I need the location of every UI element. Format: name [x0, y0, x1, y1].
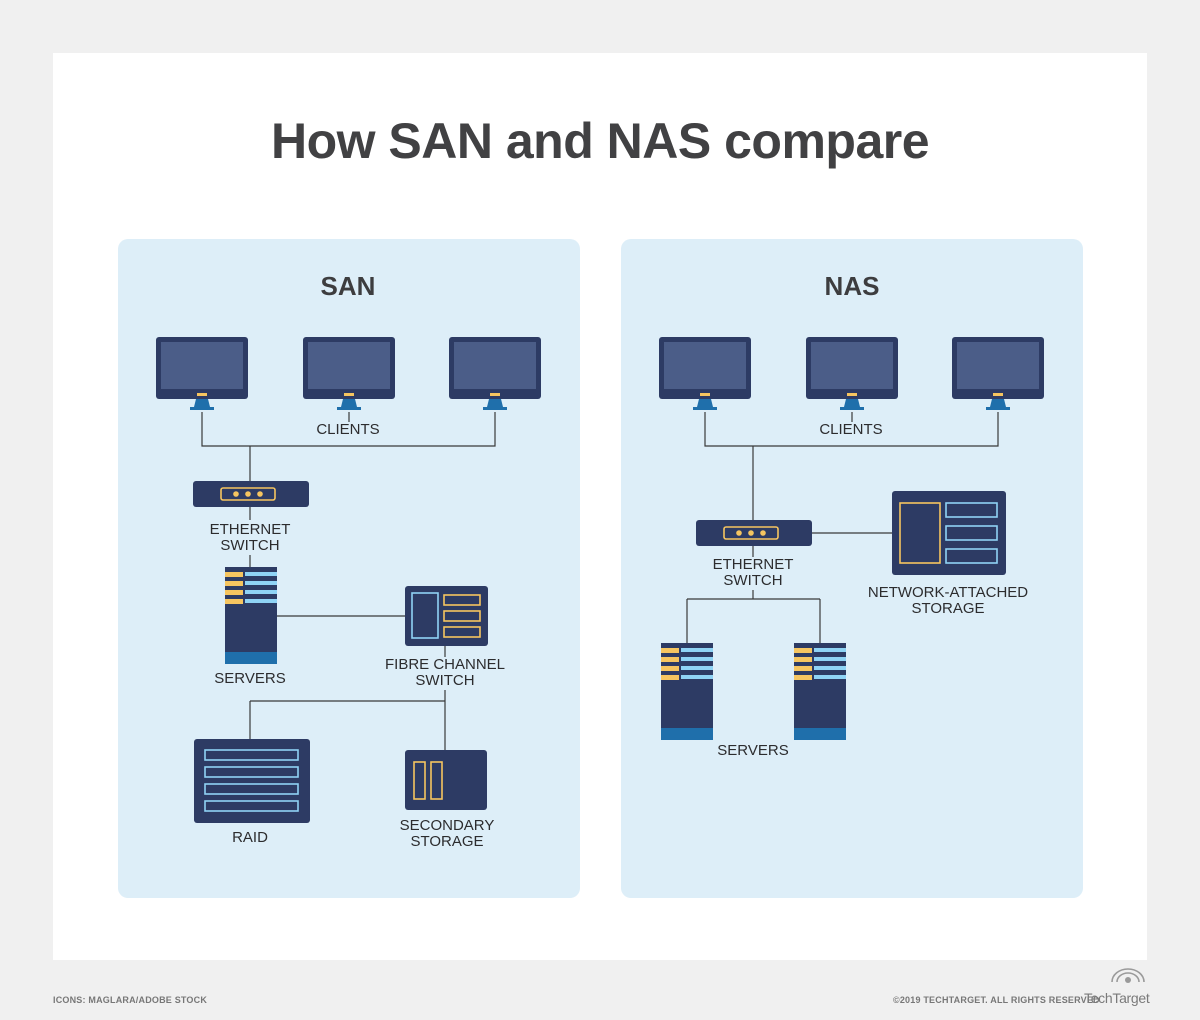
- techtarget-logo-icon: [1111, 968, 1145, 983]
- secondary-storage-label: SECONDARY STORAGE: [399, 817, 495, 850]
- nas-ethernet-switch-label: ETHERNET SWITCH: [712, 556, 794, 589]
- nas-ethernet-switch-icon: [695, 519, 813, 547]
- fibre-channel-switch-icon: [405, 586, 488, 646]
- nas-client-monitor-icon: [952, 337, 1044, 410]
- raid-label: RAID: [232, 829, 268, 846]
- page-title: How SAN and NAS compare: [270, 113, 930, 169]
- nas-servers-label: SERVERS: [717, 742, 789, 759]
- raid-storage-icon: [194, 739, 310, 823]
- network-attached-storage-label: NETWORK-ATTACHED STORAGE: [867, 584, 1029, 617]
- san-server-icon: [225, 567, 277, 664]
- icon-credit: ICONS: MAGLARA/ADOBE STOCK: [53, 995, 208, 1005]
- network-attached-storage-icon: [892, 491, 1006, 575]
- techtarget-wordmark: TechTarget: [1084, 990, 1150, 1006]
- san-client-monitor-icon: [303, 337, 395, 410]
- nas-client-monitor-icon: [806, 337, 898, 410]
- nas-panel-title: NAS: [824, 271, 880, 301]
- fibre-channel-switch-label: FIBRE CHANNEL SWITCH: [384, 656, 506, 689]
- nas-clients-label: CLIENTS: [819, 421, 883, 438]
- secondary-storage-icon: [405, 750, 487, 810]
- san-servers-label: SERVERS: [214, 670, 286, 687]
- nas-connectors: [686, 412, 999, 643]
- copyright-notice: ©2019 TECHTARGET. ALL RIGHTS RESERVED: [893, 995, 1100, 1005]
- san-clients-label: CLIENTS: [316, 421, 380, 438]
- san-connectors: [201, 412, 496, 750]
- san-client-monitor-icon: [449, 337, 541, 410]
- nas-server-icon: [794, 643, 846, 740]
- san-ethernet-switch-label: ETHERNET SWITCH: [209, 521, 291, 554]
- san-client-monitor-icon: [156, 337, 248, 410]
- nas-server-icon: [661, 643, 713, 740]
- nas-client-monitor-icon: [659, 337, 751, 410]
- san-panel-title: SAN: [320, 271, 376, 301]
- san-ethernet-switch-icon: [192, 480, 310, 508]
